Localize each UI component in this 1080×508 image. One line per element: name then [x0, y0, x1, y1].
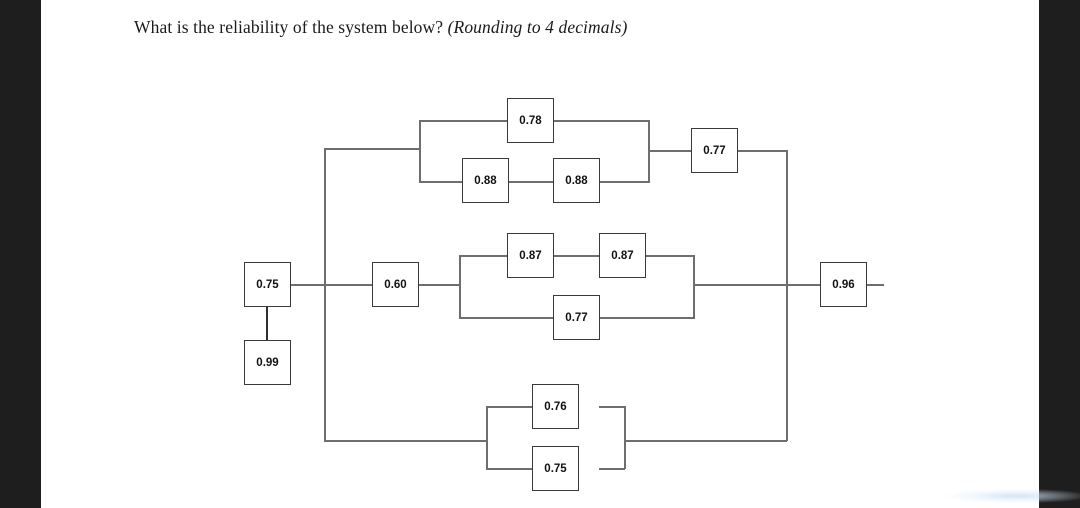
- block-label: 0.96: [832, 278, 855, 291]
- question-text: What is the reliability of the system be…: [134, 17, 627, 38]
- wire-mid-upper-out: [645, 255, 695, 257]
- wire-midmerge-to-096: [693, 284, 821, 286]
- wire-mid-lower-out: [599, 317, 695, 319]
- document-page: What is the reliability of the system be…: [41, 0, 1080, 508]
- block-099-input[interactable]: 0.99: [244, 340, 291, 385]
- block-060-series[interactable]: 0.60: [372, 262, 419, 307]
- block-label: 0.77: [703, 144, 726, 157]
- wire-top-lower-out: [599, 181, 650, 183]
- wire-top-lower-between: [508, 181, 554, 183]
- wire-bottom-branch-split-vertical: [486, 406, 488, 469]
- wire-top-lower-in: [419, 181, 463, 183]
- block-label: 0.60: [384, 278, 407, 291]
- wire-bottom-upper-out: [599, 406, 625, 408]
- block-label: 0.78: [519, 114, 542, 127]
- block-076-bottom-upper[interactable]: 0.76: [532, 384, 579, 429]
- block-label: 0.76: [544, 400, 567, 413]
- wire-mid-branch-merge-vertical: [693, 255, 695, 318]
- page-bottom-glow: [946, 489, 1080, 503]
- block-078-top-upper[interactable]: 0.78: [507, 98, 554, 143]
- wire-mid-lower-in: [459, 317, 554, 319]
- block-075-bottom-lower[interactable]: 0.75: [532, 446, 579, 491]
- wire-077-to-rightbus: [737, 150, 787, 152]
- wire-topmerge-to-077: [648, 150, 692, 152]
- block-087-mid-second[interactable]: 0.87: [599, 233, 646, 278]
- wire-left-bus-vertical: [324, 148, 326, 441]
- wire-top-upper-out: [553, 120, 650, 122]
- wire-bottommerge-to-rightbus: [624, 440, 787, 442]
- wire-input-parallel-vertical: [266, 306, 268, 341]
- block-label: 0.77: [565, 311, 588, 324]
- block-label: 0.87: [519, 249, 542, 262]
- block-label: 0.75: [256, 278, 279, 291]
- block-label: 0.88: [474, 174, 497, 187]
- wire-096-output-tail: [866, 284, 884, 286]
- wire-bottom-upper-in: [486, 406, 533, 408]
- wire-mid-upper-in: [459, 255, 508, 257]
- wire-bottom-branch-merge-vertical: [624, 406, 626, 469]
- wire-input-to-main: [290, 284, 373, 286]
- block-label: 0.88: [565, 174, 588, 187]
- wire-top-upper-riser-left: [419, 120, 421, 149]
- block-096-output[interactable]: 0.96: [820, 262, 867, 307]
- block-088-top-lower-second[interactable]: 0.88: [553, 158, 600, 203]
- wire-top-branch-split-vertical: [419, 148, 421, 181]
- block-088-top-lower-first[interactable]: 0.88: [462, 158, 509, 203]
- block-075-input[interactable]: 0.75: [244, 262, 291, 307]
- block-label: 0.75: [544, 462, 567, 475]
- block-077-mid-lower[interactable]: 0.77: [553, 295, 600, 340]
- wire-leftbus-top-to-topbranch: [324, 148, 420, 150]
- question-prompt: What is the reliability of the system be…: [134, 17, 444, 37]
- reliability-block-diagram: 0.75 0.99 0.60 0.78 0.88 0.88 0.77 0.87: [41, 0, 1039, 508]
- wire-mid-branch-split-vertical: [459, 255, 461, 318]
- wire-leftbus-bottom-to-bottombranch: [324, 440, 487, 442]
- wire-right-bus-vertical: [786, 150, 788, 441]
- wire-060-to-midbranch: [418, 284, 460, 286]
- block-label: 0.99: [256, 356, 279, 369]
- wire-bottom-lower-in: [486, 468, 533, 470]
- block-087-mid-first[interactable]: 0.87: [507, 233, 554, 278]
- wire-mid-upper-between: [553, 255, 600, 257]
- wire-bottom-lower-out: [599, 468, 625, 470]
- wire-top-upper-in: [419, 120, 508, 122]
- block-077-top-series[interactable]: 0.77: [691, 128, 738, 173]
- question-note: (Rounding to 4 decimals): [447, 17, 628, 37]
- block-label: 0.87: [611, 249, 634, 262]
